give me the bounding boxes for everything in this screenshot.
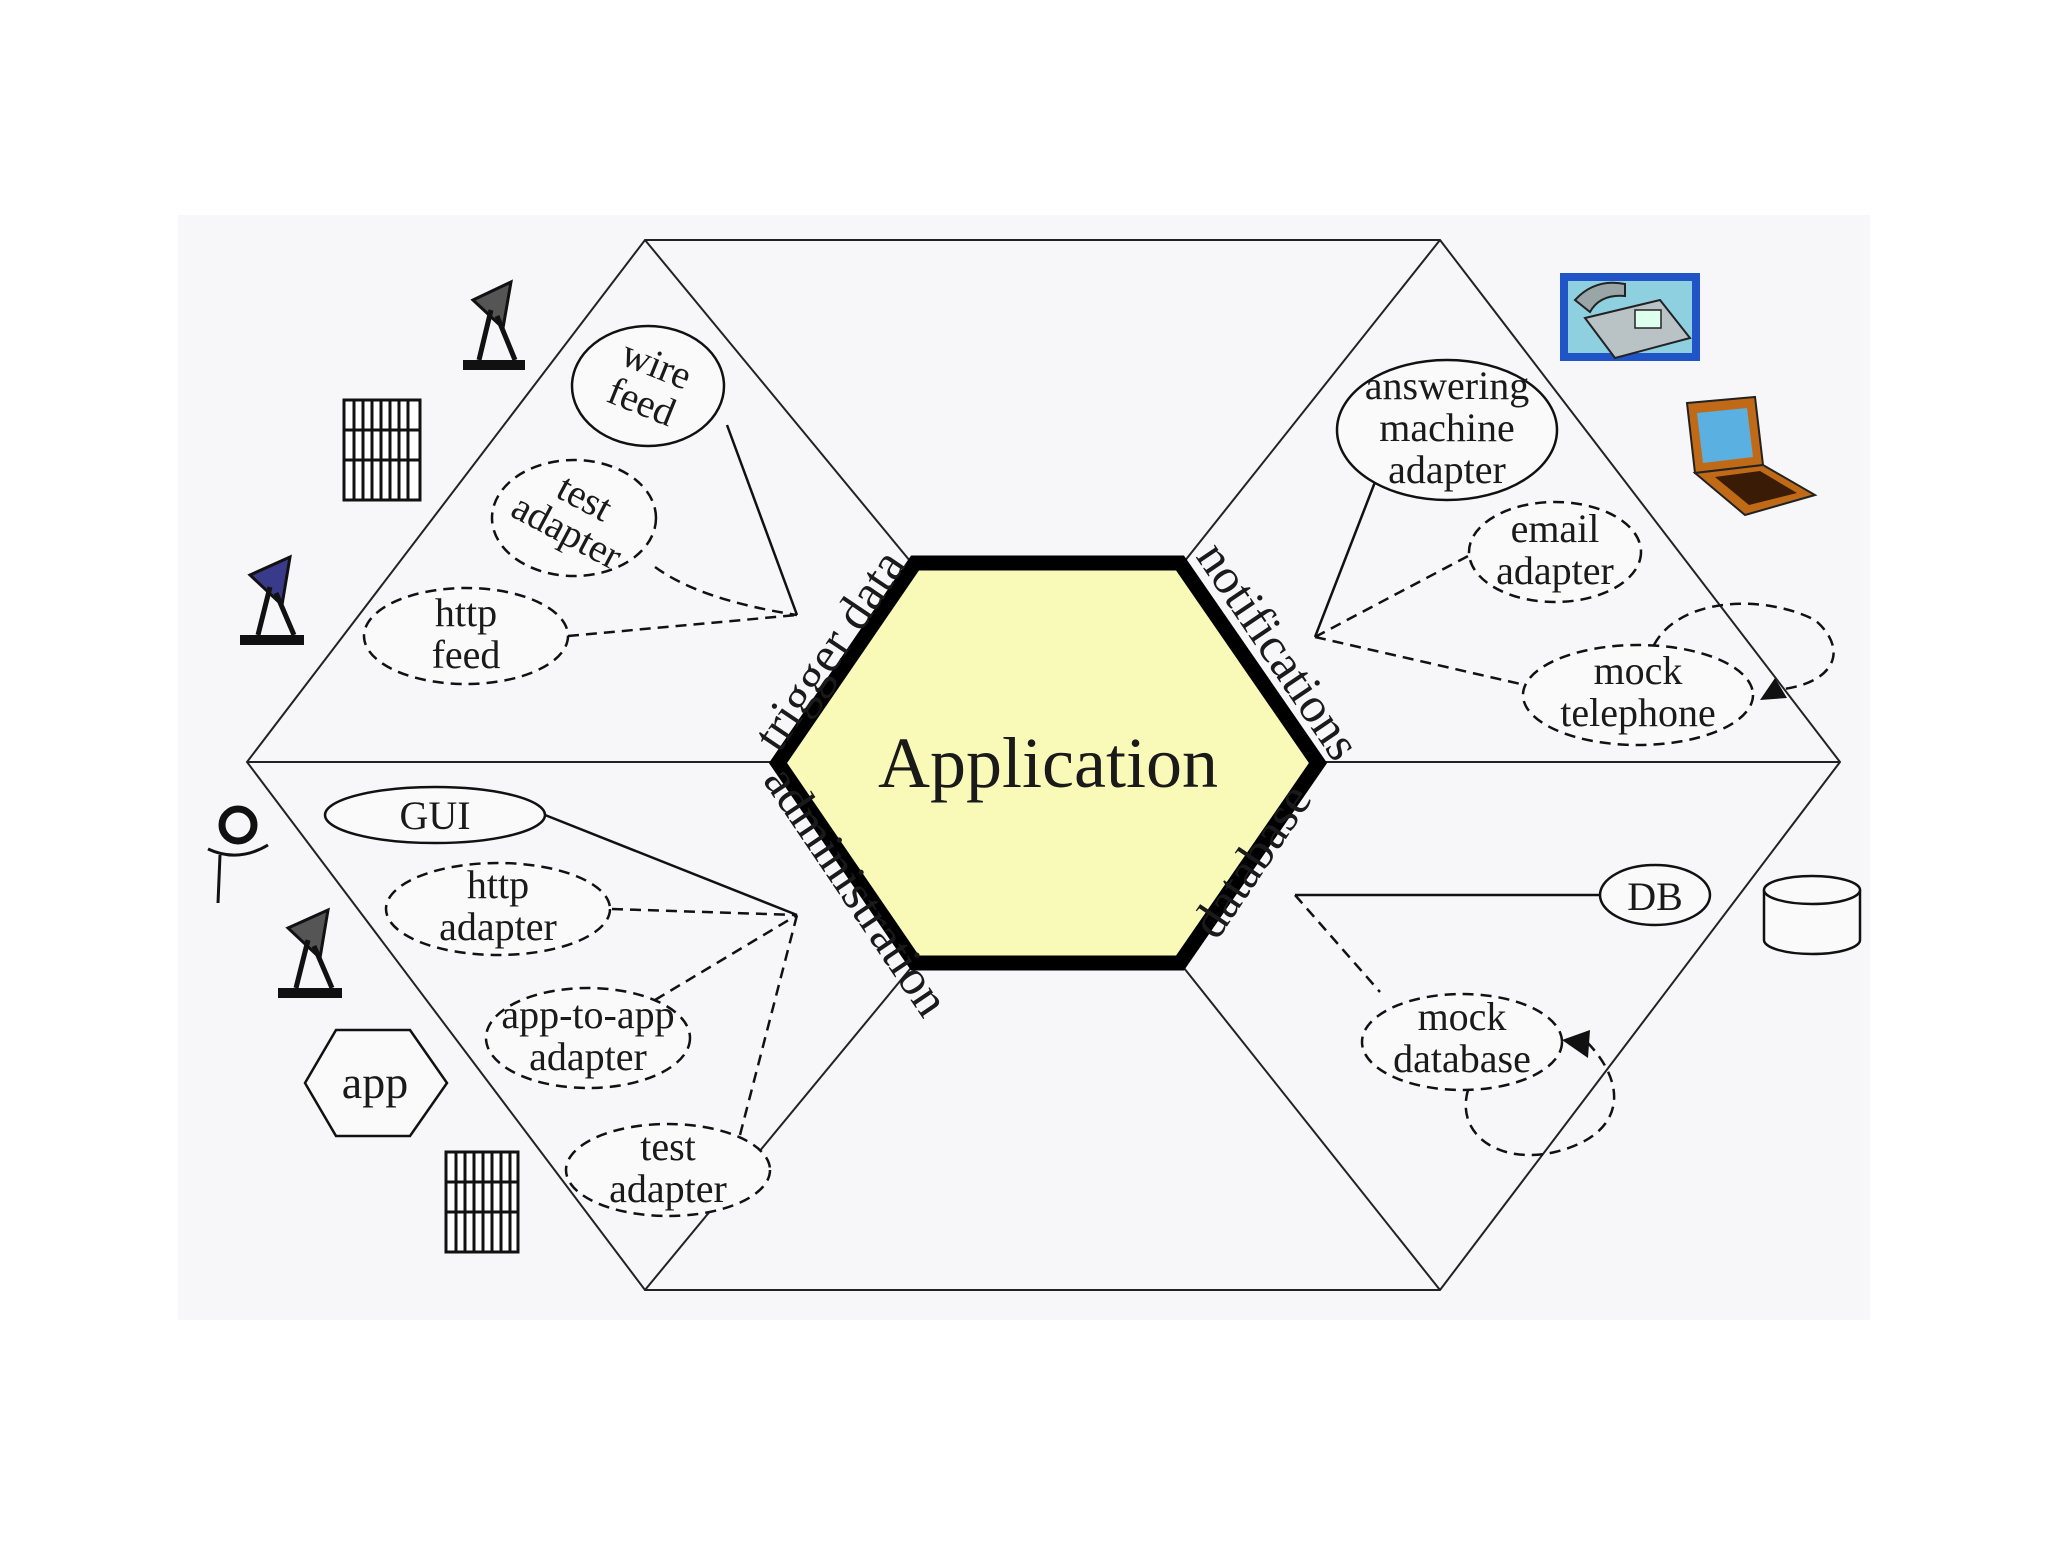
svg-text:database: database <box>1393 1036 1531 1081</box>
svg-text:app-to-app: app-to-app <box>501 992 674 1037</box>
svg-text:telephone: telephone <box>1560 690 1716 735</box>
mock-telephone-adapter: mock telephone <box>1521 643 1755 747</box>
db-adapter: DB <box>1598 863 1712 927</box>
svg-text:adapter: adapter <box>529 1034 647 1079</box>
svg-text:http: http <box>467 862 529 907</box>
svg-text:machine: machine <box>1379 405 1515 450</box>
svg-text:email: email <box>1511 506 1600 551</box>
wire-feed-adapter: wire feed <box>570 324 726 448</box>
connectors <box>544 424 1835 1157</box>
http-feed-adapter: http feed <box>362 586 570 686</box>
svg-text:http: http <box>435 590 497 635</box>
svg-text:DB: DB <box>1627 874 1683 919</box>
satellite-dish-icon <box>278 907 342 998</box>
application-hexagon <box>768 555 1328 971</box>
app-actor-label: app <box>342 1057 408 1108</box>
app-to-app-adapter: app-to-app adapter <box>484 986 692 1090</box>
svg-text:feed: feed <box>432 632 501 677</box>
test-adapter-top: test adapter <box>490 458 658 578</box>
svg-text:answering: answering <box>1365 363 1529 408</box>
svg-text:GUI: GUI <box>399 793 470 838</box>
svg-text:adapter: adapter <box>1496 548 1614 593</box>
test-adapter-bottom: test adapter <box>564 1122 772 1218</box>
svg-text:mock: mock <box>1594 648 1683 693</box>
svg-text:mock: mock <box>1418 994 1507 1039</box>
answering-machine-adapter: answering machine adapter <box>1335 358 1559 502</box>
gui-adapter: GUI <box>323 785 547 845</box>
laptop-icon <box>1685 395 1818 517</box>
server-rack-icon <box>342 398 422 502</box>
telephone-icon <box>1560 273 1700 361</box>
email-adapter: email adapter <box>1467 500 1643 604</box>
server-rack-icon <box>444 1150 520 1254</box>
app-hexagon-icon: app <box>303 1028 449 1138</box>
svg-text:adapter: adapter <box>439 904 557 949</box>
mock-database-adapter: mock database <box>1360 992 1564 1092</box>
stick-figure-user-icon <box>207 805 269 904</box>
svg-text:adapter: adapter <box>1388 447 1506 492</box>
svg-text:adapter: adapter <box>609 1166 727 1211</box>
http-adapter: http adapter <box>384 861 612 957</box>
satellite-dish-icon <box>463 279 525 370</box>
svg-text:test: test <box>640 1124 696 1169</box>
database-cylinder-icon <box>1762 874 1862 956</box>
satellite-dish-icon <box>240 554 304 645</box>
application-label: Application <box>878 723 1218 803</box>
